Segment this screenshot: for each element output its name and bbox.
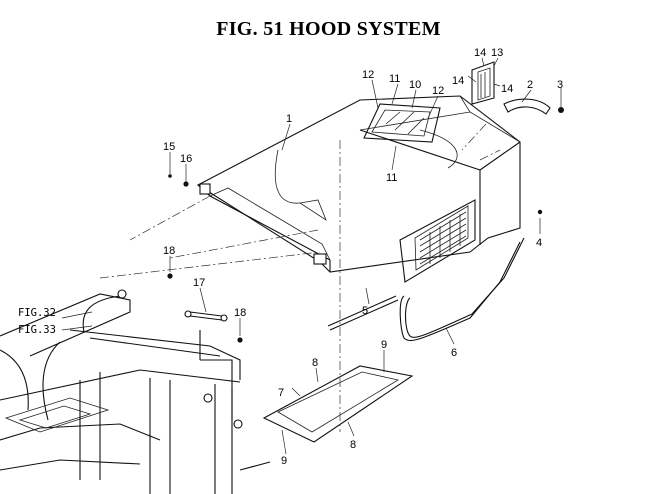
callout-16: 16 bbox=[180, 153, 192, 165]
bracket-part-13-14 bbox=[471, 61, 495, 105]
figure-references: FIG.32 FIG.33 bbox=[18, 307, 56, 336]
handle-part-2 bbox=[503, 98, 551, 115]
callout-11-bottom: 11 bbox=[386, 172, 397, 184]
callout-14-right: 14 bbox=[501, 83, 513, 95]
ref-fig-33: FIG.33 bbox=[18, 324, 56, 336]
callout-9-bottom: 9 bbox=[281, 455, 287, 467]
leader-lines bbox=[61, 57, 541, 455]
callout-14-left: 14 bbox=[452, 75, 464, 87]
callout-8-top: 8 bbox=[312, 357, 318, 369]
callout-13: 13 bbox=[491, 47, 503, 59]
side-trim-part-6 bbox=[399, 237, 525, 341]
callout-3: 3 bbox=[557, 79, 563, 91]
figure-title: FIG. 51 HOOD SYSTEM bbox=[216, 18, 441, 40]
callout-4: 4 bbox=[536, 237, 542, 249]
callout-11-top: 11 bbox=[389, 73, 400, 85]
gas-strut-part-17 bbox=[184, 310, 228, 322]
callout-8-bottom: 8 bbox=[350, 439, 356, 451]
callout-17: 17 bbox=[193, 277, 205, 289]
callout-7: 7 bbox=[278, 387, 284, 399]
hood-side-grille bbox=[399, 199, 476, 283]
callout-5: 5 bbox=[362, 305, 368, 317]
callout-18-left: 18 bbox=[163, 245, 175, 257]
callout-12-left: 12 bbox=[362, 69, 374, 81]
vehicle-frame bbox=[0, 289, 271, 494]
callout-6: 6 bbox=[451, 347, 457, 359]
callout-18-right: 18 bbox=[234, 307, 246, 319]
top-panel-parts-10-11-12 bbox=[363, 103, 441, 143]
floor-mat-parts-7-8-9 bbox=[262, 365, 414, 443]
callout-labels: 1 2 3 4 5 6 7 8 8 9 9 10 11 11 12 12 13 … bbox=[163, 47, 563, 467]
callout-2: 2 bbox=[527, 79, 533, 91]
callout-10: 10 bbox=[409, 79, 421, 91]
callout-14-top: 14 bbox=[474, 47, 486, 59]
callout-1: 1 bbox=[286, 113, 292, 125]
callout-15: 15 bbox=[163, 141, 175, 153]
callout-12-right: 12 bbox=[432, 85, 444, 97]
screw-part-3 bbox=[558, 88, 564, 113]
ref-fig-32: FIG.32 bbox=[18, 307, 56, 319]
callout-9-top: 9 bbox=[381, 339, 387, 351]
seal-strip-part-5 bbox=[327, 295, 399, 331]
fasteners bbox=[167, 174, 543, 343]
